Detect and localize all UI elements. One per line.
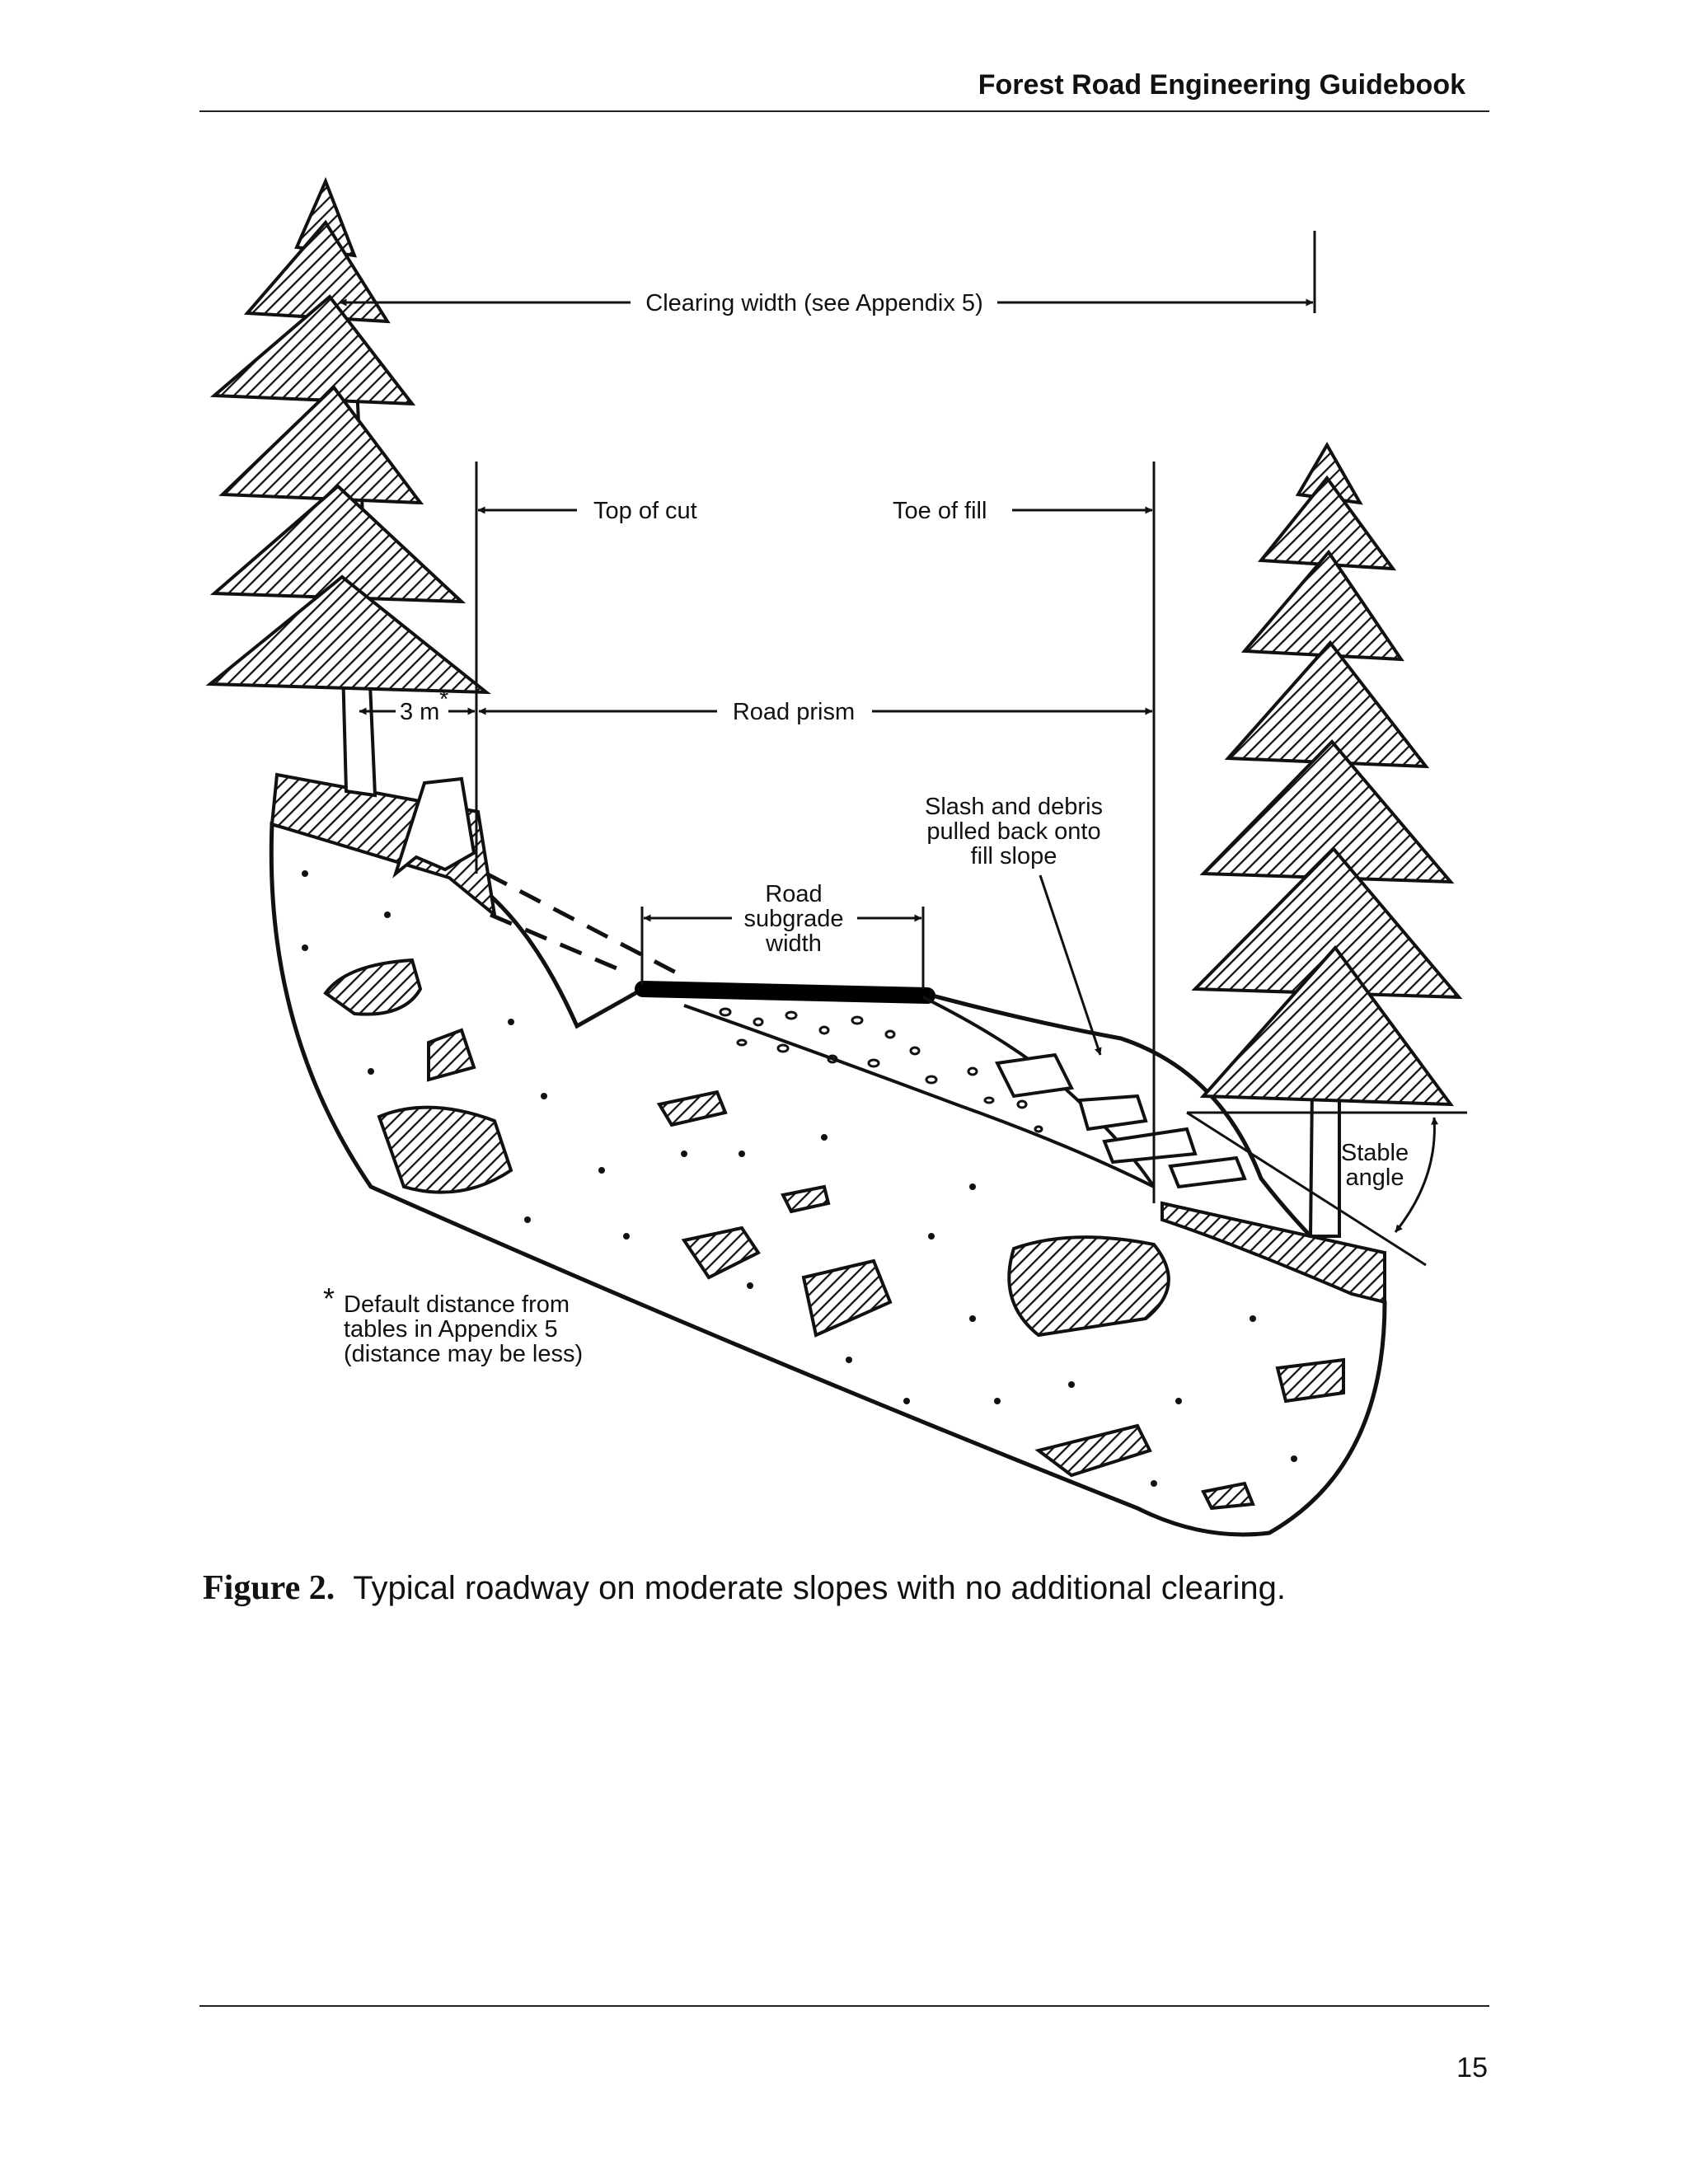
three-m-asterisk: * — [439, 687, 448, 713]
page-number: 15 — [1456, 2052, 1488, 2083]
original-ground-dashed-2 — [490, 912, 627, 975]
figure-caption: Figure 2. Typical roadway on moderate slo… — [203, 1568, 1286, 1608]
label-stable-line1: Stable — [1341, 1140, 1409, 1166]
label-subgrade-line1: Road — [765, 881, 822, 907]
label-slash-line1: Slash and debris — [925, 794, 1103, 820]
label-slash-line2: pulled back onto — [926, 818, 1100, 845]
footnote-asterisk: * — [323, 1282, 335, 1315]
footnote-line2: tables in Appendix 5 — [344, 1316, 558, 1343]
header-rule — [199, 110, 1489, 112]
stump — [392, 776, 476, 879]
label-three-m: 3 m — [400, 699, 439, 725]
running-header: Forest Road Engineering Guidebook — [978, 69, 1465, 101]
soil-specks — [302, 870, 1297, 1487]
slash-leader — [1039, 874, 1102, 1056]
stable-slope-line — [1186, 1111, 1427, 1267]
footnote-line3: (distance may be less) — [344, 1341, 583, 1367]
label-toe-of-fill: Toe of fill — [893, 498, 987, 524]
rocks — [323, 958, 1345, 1511]
right-tree — [1191, 442, 1463, 1238]
left-tree — [205, 176, 491, 798]
ground-cap-right — [1160, 1201, 1386, 1305]
road-surface — [635, 981, 935, 1004]
label-clearing-width: Clearing width (see Appendix 5) — [645, 290, 982, 316]
stable-angle-arc — [1394, 1117, 1439, 1233]
footnote-line1: Default distance from — [344, 1291, 570, 1318]
label-stable-line2: angle — [1346, 1165, 1404, 1191]
label-top-of-cut: Top of cut — [593, 498, 697, 524]
footer-rule — [199, 2005, 1489, 2007]
slash-debris — [994, 1052, 1247, 1189]
label-road-prism: Road prism — [733, 699, 855, 725]
label-subgrade-line2: subgrade — [744, 906, 844, 932]
figure-number: Figure 2. — [203, 1569, 335, 1607]
label-slash-line3: fill slope — [971, 843, 1057, 869]
gravel-fill — [719, 1007, 1043, 1133]
slope-cross-section — [269, 821, 1387, 1537]
label-subgrade-line3: width — [765, 930, 822, 957]
figure-caption-text: Typical roadway on moderate slopes with … — [353, 1570, 1286, 1606]
fill-layer-line — [683, 1004, 1155, 1188]
